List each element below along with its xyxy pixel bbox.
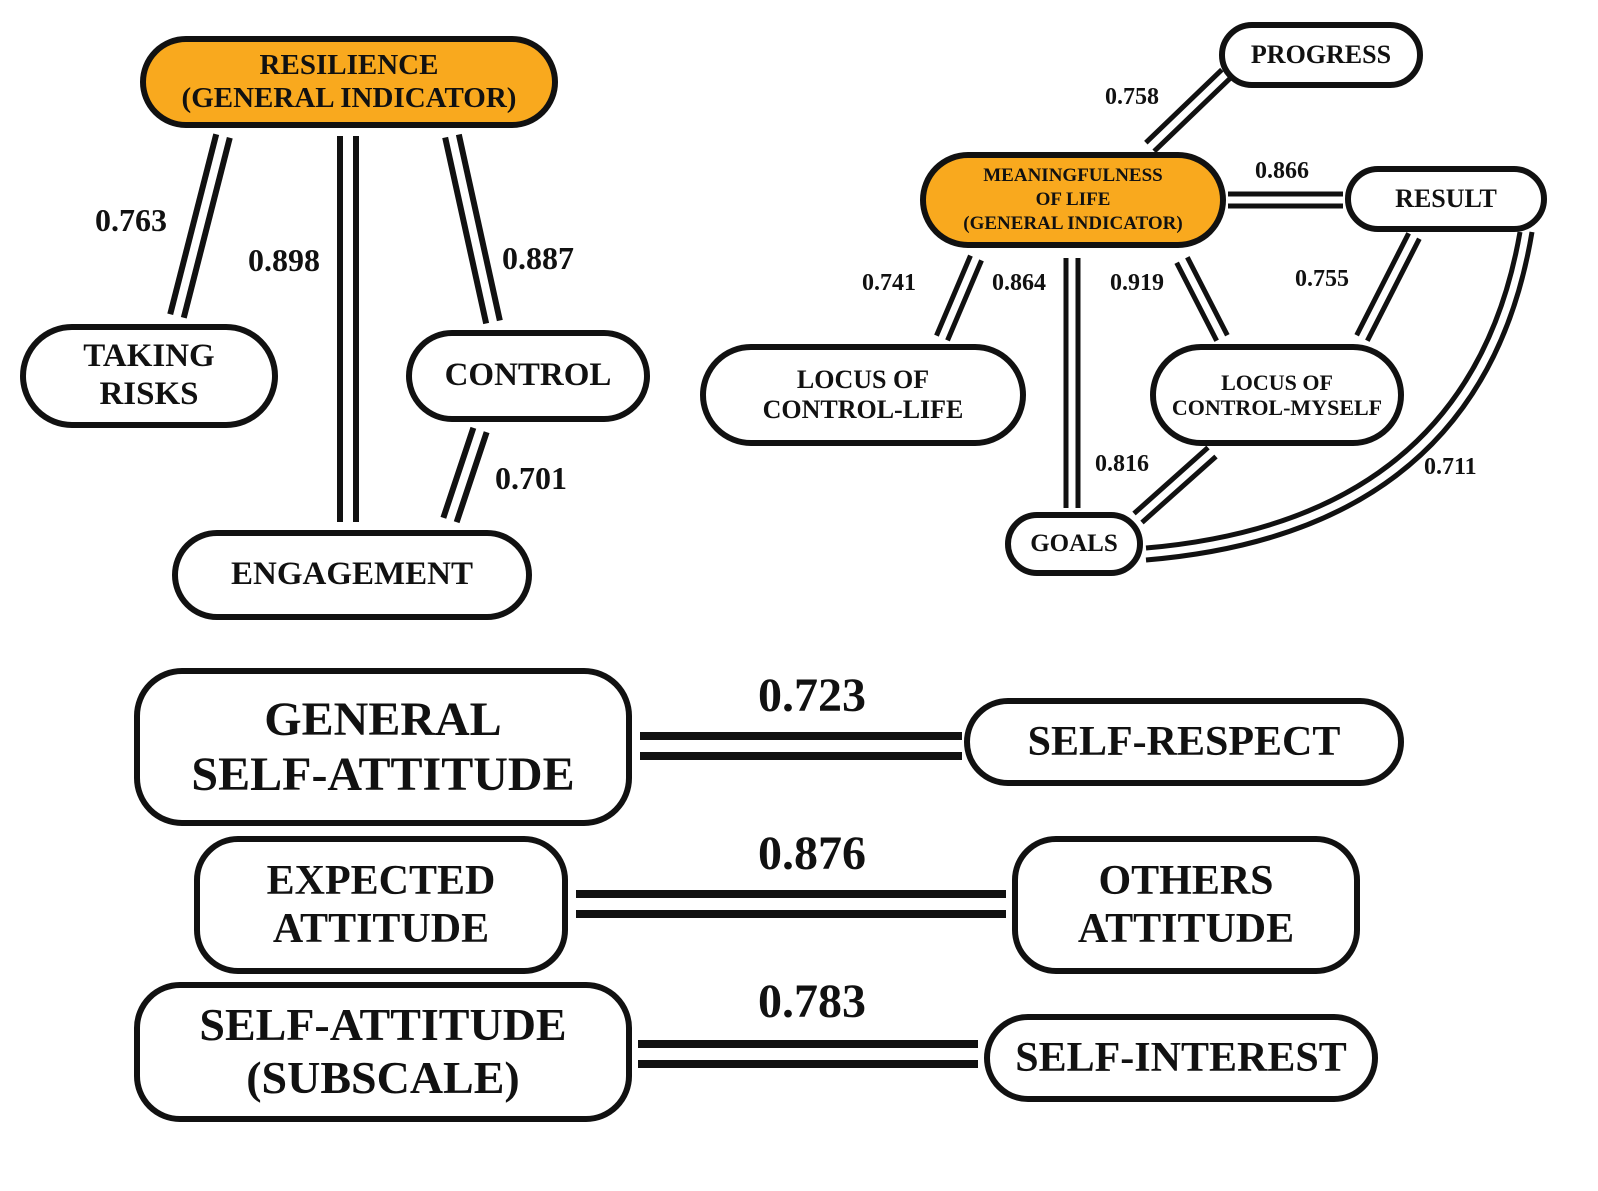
edge-label-expected-others-attitude: 0.876 [758,827,866,880]
node-self-interest: SELF-INTEREST [984,1014,1378,1102]
edge-control-engagement-line-b [453,431,490,524]
edge-general-locus-myself-line-b [1185,256,1230,337]
node-meaningfulness-general: MEANINGFULNESS OF LIFE (GENERAL INDICATO… [920,152,1226,248]
edge-label-general-self-attitude-self-respect: 0.723 [758,669,866,722]
edge-label-general-locus-myself: 0.919 [1110,270,1164,296]
edge-general-progress-line-b [1144,67,1224,145]
edge-general-locus-life-line-a [934,254,973,337]
edge-general-taking-risks-line-a [167,133,220,316]
node-taking-risks: TAKING RISKS [20,324,278,428]
node-self-attitude-subscale: SELF-ATTITUDE (SUBSCALE) [134,982,632,1122]
edge-label-result-locus-myself: 0.755 [1295,266,1349,292]
edge-general-locus-myself-line-a [1174,261,1219,342]
edge-locus-myself-goals-line-b [1140,454,1218,525]
edge-label-general-progress: 0.758 [1105,84,1159,110]
node-others-attitude: OTHERS ATTITUDE [1012,836,1360,974]
edge-label-result-goals: 0.711 [1424,454,1477,480]
node-control: CONTROL [406,330,650,422]
node-progress: PROGRESS [1219,22,1423,88]
node-goals: GOALS [1005,512,1143,576]
edge-label-general-locus-life: 0.741 [862,270,916,296]
edge-general-locus-life-line-b [945,259,984,342]
node-engagement: ENGAGEMENT [172,530,532,620]
node-resilience-general: RESILIENCE (GENERAL INDICATOR) [140,36,558,128]
edge-label-general-taking-risks: 0.763 [95,202,167,238]
node-general-self-attitude: GENERAL SELF-ATTITUDE [134,668,632,826]
edge-label-general-result: 0.866 [1255,158,1309,184]
edge-general-progress-line-a [1152,76,1232,154]
node-self-respect: SELF-RESPECT [964,698,1404,786]
edge-label-general-control: 0.887 [502,240,574,276]
edge-label-control-engagement: 0.701 [495,460,567,496]
edge-label-self-attitude-self-interest: 0.783 [758,975,866,1028]
edge-result-locus-myself-line-a [1354,232,1411,337]
edge-locus-myself-goals-line-a [1132,445,1210,516]
edge-label-general-goals: 0.864 [992,270,1046,296]
node-locus-of-control-myself: LOCUS OF CONTROL-MYSELF [1150,344,1404,446]
node-locus-of-control-life: LOCUS OF CONTROL-LIFE [700,344,1026,446]
edge-general-taking-risks-line-b [180,136,233,319]
edge-general-control-line-a [442,136,490,325]
edge-label-general-engagement: 0.898 [248,242,320,278]
edge-result-goals-line-a [1145,231,1523,551]
edge-result-locus-myself-line-b [1365,237,1422,342]
node-result: RESULT [1345,166,1547,232]
node-expected-attitude: EXPECTED ATTITUDE [194,836,568,974]
edge-control-engagement-line-a [440,426,477,519]
edge-label-locus-myself-goals: 0.816 [1095,451,1149,477]
edge-general-control-line-b [455,133,503,322]
edge-result-goals-line-b [1145,231,1535,563]
